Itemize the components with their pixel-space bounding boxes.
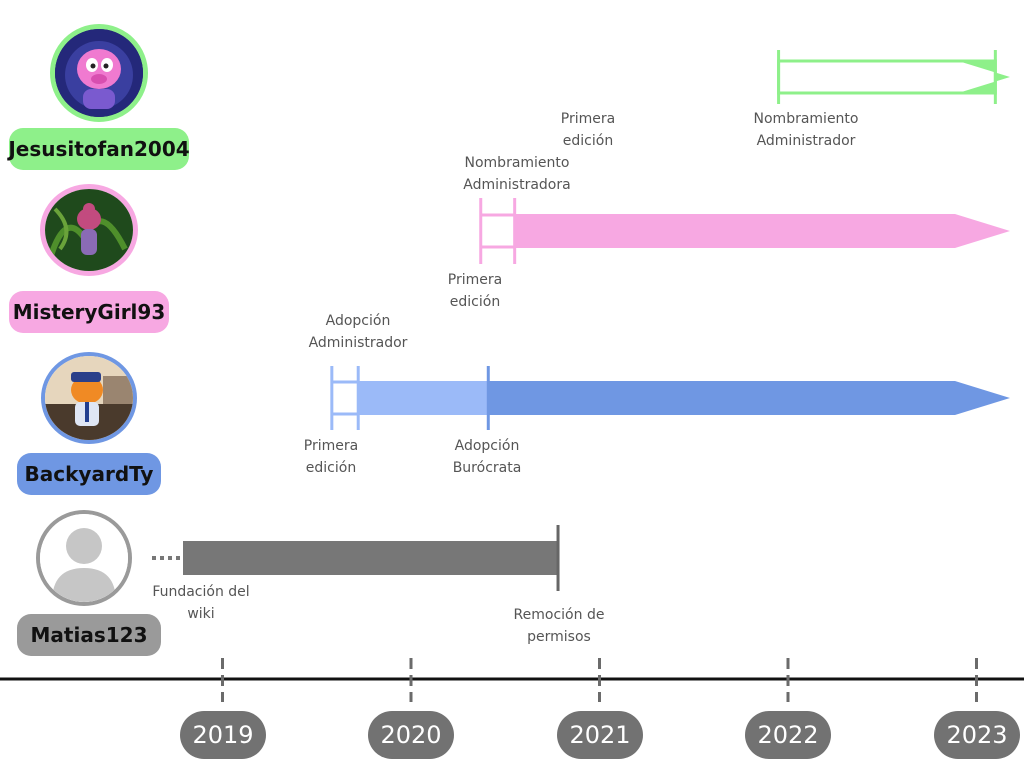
avatar-backyardty[interactable] xyxy=(41,352,137,444)
user-name-misterygirl93[interactable]: MisteryGirl93 xyxy=(9,291,169,333)
user-name-matias123[interactable]: Matias123 xyxy=(17,614,161,656)
year-label-2019: 2019 xyxy=(180,711,266,759)
bar-jesusitofan-admin xyxy=(955,60,1010,94)
year-label-2020: 2020 xyxy=(368,711,454,759)
bar-misterygirl-admin xyxy=(514,214,1010,248)
bar-backyardty-admin xyxy=(358,381,489,415)
year-label-2021: 2021 xyxy=(557,711,643,759)
avatar-misterygirl93[interactable] xyxy=(40,184,138,276)
bar-matias-admin xyxy=(183,541,559,575)
year-label-2023: 2023 xyxy=(934,711,1020,759)
bar-misterygirl-pending xyxy=(480,214,515,248)
user-name-jesusitofan2004[interactable]: Jesusitofan2004 xyxy=(8,128,190,170)
tasha-portrait-icon xyxy=(45,189,133,271)
bar-jesusitofan-pending xyxy=(777,59,997,95)
avatar-jesusitofan2004[interactable] xyxy=(50,24,148,122)
bar-backyardty-pending xyxy=(331,381,359,415)
tyrone-portrait-icon xyxy=(45,356,133,440)
uniqua-portrait-icon xyxy=(55,29,143,117)
year-label-2022: 2022 xyxy=(745,711,831,759)
bar-backyardty-bureaucrat xyxy=(488,381,1010,415)
default-user-icon xyxy=(40,514,128,602)
user-name-backyardty[interactable]: BackyardTy xyxy=(17,453,161,495)
avatar-matias123[interactable] xyxy=(36,510,132,606)
